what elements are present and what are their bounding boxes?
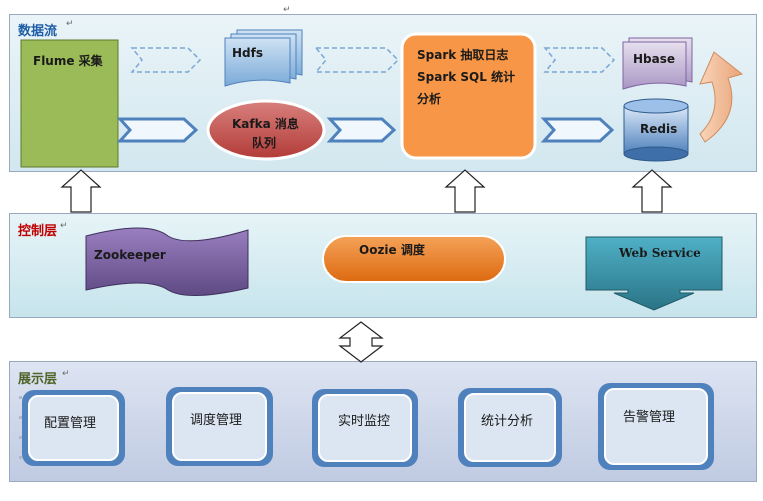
curved-up-arrow-icon xyxy=(699,51,744,143)
kafka-ellipse xyxy=(206,99,326,161)
arrow-kafka-spark xyxy=(326,117,397,143)
paragraph-mark: ↵ xyxy=(62,369,70,379)
kafka-label-line2: 队列 xyxy=(252,136,277,150)
up-arrow-middle xyxy=(444,169,486,213)
redis-cylinder-icon xyxy=(623,98,689,162)
paragraph-mark: ↵ xyxy=(66,19,74,29)
hbase-document-icon xyxy=(622,37,693,90)
bullet-marks xyxy=(19,396,22,459)
flume-box xyxy=(20,39,119,168)
module-schedule-label: 调度管理 xyxy=(190,413,243,428)
spark-box xyxy=(400,32,537,160)
arrow-flume-kafka xyxy=(116,117,199,143)
module-config-label: 配置管理 xyxy=(44,416,97,431)
flume-label: Flume 采集 xyxy=(33,54,103,68)
zookeeper-label: Zookeeper xyxy=(94,248,166,262)
module-monitor-label: 实时监控 xyxy=(338,414,391,429)
up-arrow-left xyxy=(60,169,102,213)
up-arrow-right xyxy=(631,169,673,213)
double-arrow-control-display xyxy=(338,321,384,363)
web-service-arrow-shape xyxy=(585,236,723,311)
module-statistics-label: 统计分析 xyxy=(481,414,534,429)
display-layer-title: 展示层 xyxy=(18,372,58,387)
zookeeper-flag-shape xyxy=(85,227,249,296)
hbase-label: Hbase xyxy=(633,52,676,66)
spark-label-line1: Spark 抽取日志 xyxy=(417,48,509,62)
paragraph-mark: ↵ xyxy=(283,5,291,15)
paragraph-mark: ↵ xyxy=(60,221,68,231)
display-modules xyxy=(22,383,714,470)
spark-label-line3: 分析 xyxy=(417,92,442,106)
module-alert-label: 告警管理 xyxy=(623,410,676,425)
arrow-spark-redis xyxy=(540,117,615,143)
oozie-pill xyxy=(322,235,506,283)
spark-label-line2: Spark SQL 统计 xyxy=(417,70,516,84)
hdfs-document-icon xyxy=(224,29,303,87)
dashed-arrow-flume-hdfs xyxy=(130,47,202,73)
oozie-label: Oozie 调度 xyxy=(359,243,425,257)
redis-label: Redis xyxy=(640,122,678,136)
hdfs-label: Hdfs xyxy=(232,46,263,60)
web-service-label: Web Service xyxy=(619,246,701,260)
kafka-label-line1: Kafka 消息 xyxy=(232,117,299,131)
dashed-arrow-hdfs-spark xyxy=(314,47,400,73)
dashed-arrow-spark-hbase xyxy=(543,47,616,73)
control-layer-title: 控制层 xyxy=(18,224,58,239)
data-flow-layer-title: 数据流 xyxy=(18,24,58,39)
